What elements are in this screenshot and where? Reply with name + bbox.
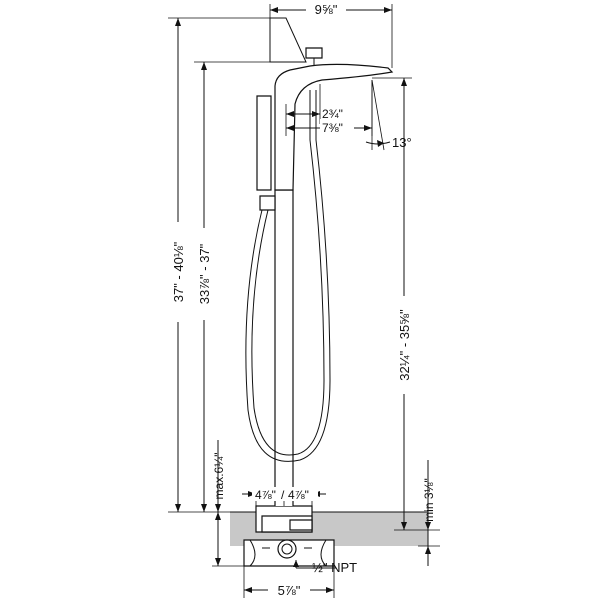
connection-size-label: ½" NPT	[312, 560, 357, 575]
spout-reach-short-label: 2¾"	[322, 107, 343, 121]
rough-width-label: 5⅞"	[278, 583, 301, 598]
dim-spout-width: 9⅝"	[269, 2, 393, 68]
dim-spout-outlet-height: 32¼" - 35⅝"	[372, 77, 440, 531]
dim-base-offsets: 4⅞" / 4⅞"	[242, 487, 326, 506]
dim-spout-angle: 13°	[365, 79, 412, 151]
dim-min-floor-clearance: min 3⅛"	[418, 460, 440, 566]
spout-width-label: 9⅝"	[315, 2, 338, 17]
spout-reach-long-label: 7⅜"	[322, 121, 343, 135]
spout-angle-label: 13°	[392, 135, 412, 150]
total-height-label: 37" - 40⅛"	[171, 241, 186, 302]
spout-outlet-height-label: 32¼" - 35⅝"	[397, 309, 412, 381]
spout-top-height-label: 33⅞" - 37"	[197, 243, 212, 304]
dim-spout-top-height: 33⅞" - 37"	[194, 61, 276, 512]
max-rough-depth-label: max.6¼"	[212, 453, 226, 500]
base-flange	[255, 505, 313, 533]
min-floor-clearance-label: min 3⅛"	[422, 478, 436, 522]
base-left-offset-label: 4⅞"	[255, 488, 276, 502]
base-offset-separator: /	[281, 488, 285, 502]
base-right-offset-label: 4⅞"	[288, 488, 309, 502]
faucet-column	[274, 189, 294, 506]
dim-max-rough-depth: max.6¼"	[212, 440, 244, 567]
rough-in-valve	[243, 539, 335, 567]
faucet-spout	[269, 17, 394, 191]
dim-rough-width: 5⅞"	[243, 566, 335, 598]
hand-shower	[245, 90, 331, 462]
dim-total-height: 37" - 40⅛"	[168, 17, 286, 513]
dim-connection-callout: ½" NPT	[293, 560, 357, 575]
